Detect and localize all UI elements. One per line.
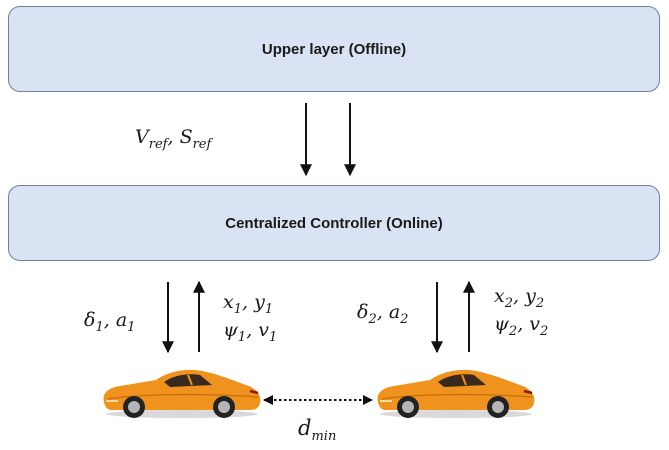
sports-car-icon — [377, 369, 535, 418]
vehicle1-states-row2: ψ1, v1 — [223, 319, 278, 345]
vehicle1-states-row1: x1, y1 — [223, 291, 274, 317]
s-ref-symbol: Sref — [179, 126, 212, 152]
controller-label: Centralized Controller (Online) — [225, 214, 443, 232]
v-ref-symbol: Vref — [135, 126, 168, 152]
vehicle2-states-row2: ψ2, v2 — [494, 313, 549, 339]
vehicle2-states-row1: x2, y2 — [494, 285, 545, 311]
upper-layer-label: Upper layer (Offline) — [261, 40, 407, 58]
vehicle1-inputs-label: δ1, a1 — [84, 309, 136, 335]
reference-signals-label: Vref, Sref — [135, 126, 212, 152]
upper-layer-box: Upper layer (Offline) — [8, 6, 660, 92]
vehicle2-inputs-label: δ2, a2 — [357, 301, 409, 327]
min-distance-label: dmin — [298, 416, 337, 444]
sports-car-icon — [103, 369, 261, 418]
centralized-controller-box: Centralized Controller (Online) — [8, 185, 660, 261]
